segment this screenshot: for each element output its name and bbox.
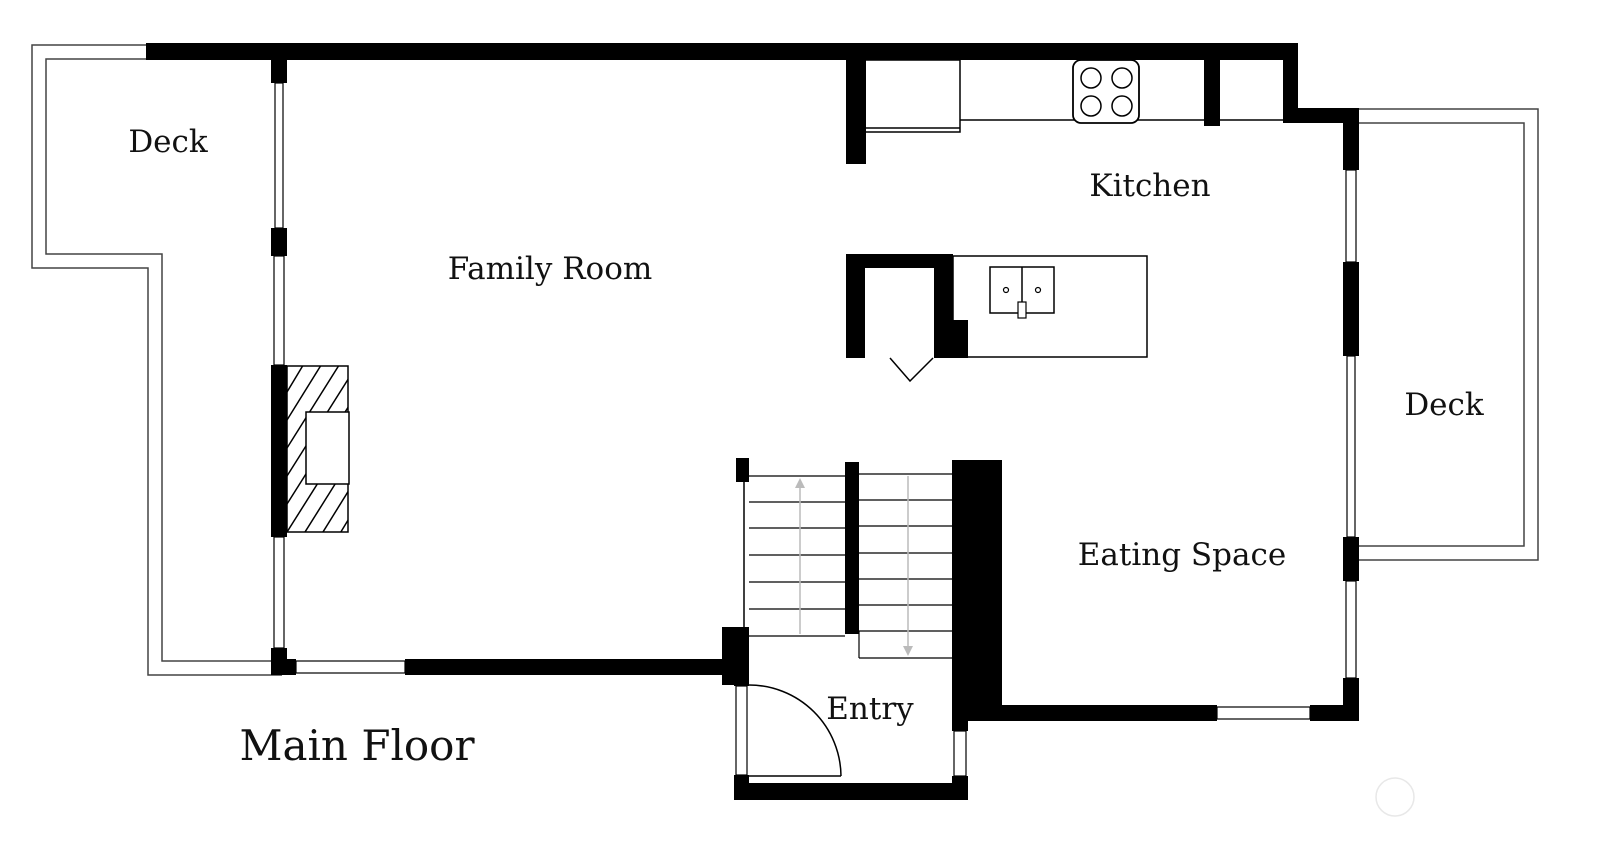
- deck-right-outline: [1358, 108, 1539, 561]
- kitchen-island: [952, 255, 1148, 358]
- room-label-kitchen: Kitchen: [1089, 168, 1210, 204]
- room-label-eating-space: Eating Space: [1078, 537, 1286, 573]
- kitchen-counters: [846, 58, 1283, 164]
- pantry: [846, 254, 968, 383]
- stairs: [736, 458, 952, 659]
- deck-left-outline: [31, 44, 282, 676]
- room-label-deck-left: Deck: [128, 124, 208, 160]
- exterior-walls: [146, 43, 1359, 800]
- windows: [273, 82, 1357, 777]
- room-label-entry: Entry: [826, 691, 914, 727]
- room-label-deck-right: Deck: [1404, 387, 1484, 423]
- stair-down-arrow-icon: [903, 476, 913, 656]
- cooktop-icon: [1072, 59, 1140, 124]
- room-label-family-room: Family Room: [448, 251, 653, 287]
- sink-icon: [989, 266, 1055, 319]
- stair-up-arrow-icon: [795, 478, 805, 634]
- fireplace-icon: [286, 365, 350, 533]
- plan-title: Main Floor: [239, 721, 475, 770]
- watermark-circle: [1375, 777, 1415, 817]
- entry-door-icon: [748, 684, 842, 777]
